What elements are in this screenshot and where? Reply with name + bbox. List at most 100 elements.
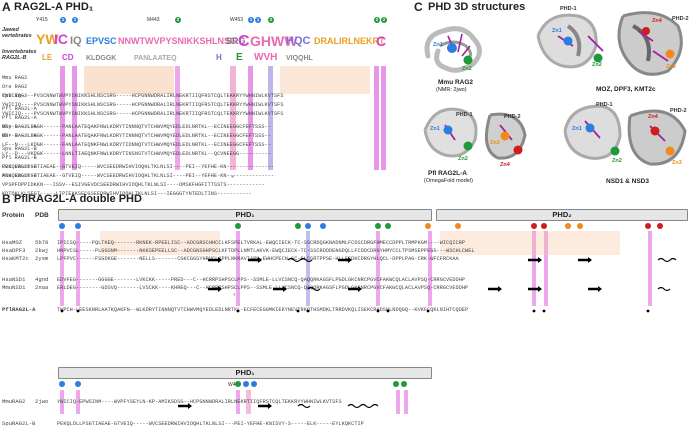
sequence: PEKQLDLLPSGTIAEAE--GTVEIQ-----WVCSEEDRWI… (2, 173, 275, 179)
zn2-label: Zn2 (612, 158, 622, 164)
sequence: WE--D---LDGGK------PANLAATEQAKFNWLKDRYTI… (2, 133, 271, 139)
sequence: HNPVCSL-----PLGGSNM-------NKKSEPEELLSC--… (57, 248, 475, 254)
group-invertebrates: Invertebrates RAG2L-B (2, 49, 37, 61)
svg-text:YW: YW (36, 31, 59, 47)
sequence: VPSPFDPPIDKKN---ISSV--ESIVGEVDCSEEDRWIHV… (2, 182, 265, 188)
cys-column (60, 66, 65, 170)
svg-text:VIQQHL: VIQQHL (286, 55, 314, 62)
column-header-protein: Protein (2, 212, 25, 219)
zn1-label: Zn1 (572, 126, 582, 132)
alignment-row: Pfl RAG2L-AWE--S---LDGGK------PANLAATEQA… (2, 97, 271, 133)
alignment-row: HsaNSD1 4gnd EDVFEG-------GGGGE-------LVKC… (2, 268, 688, 286)
cys-column (76, 231, 80, 306)
sequence: YWICIQ-EPWSINM----WVPFYSEYLN-KP-AMIKSDSG… (57, 399, 342, 405)
svg-text:GHWW: GHWW (250, 33, 298, 49)
his-column (306, 231, 310, 306)
secondary-structure-3 (178, 403, 379, 409)
cys-column (532, 231, 536, 306)
group-jawed-vertebrates: Jawed vertebrates (2, 27, 32, 39)
caption-moz: MOZ, DPF3, KMT2c (596, 86, 656, 93)
zn4-label: Zn4 (652, 18, 662, 24)
pdb-id: 2naa (35, 284, 49, 291)
sequence: PEKQLDLLPSGTIAEAE-GTVEIQ-----WVCSEEDRWIH… (57, 421, 364, 427)
caption-pfl: Pfl RAG2L-A (428, 170, 467, 177)
hydrophobic-block (84, 66, 174, 94)
alignment-row: Cvi RAG2L-BVPSPFDPPIDKKN---ISSV--ESIVGEV… (2, 155, 265, 191)
sequence: YWICIQ----PVSCNNWTWVPYSNIKKSHLNSCSRG----… (2, 102, 284, 108)
svg-text:C: C (238, 33, 250, 50)
svg-text:NNWTWVPYSNIKKSHLNSC: NNWTWVPYSNIKKSHLNSC (118, 36, 237, 46)
w453-label: W453 (228, 382, 242, 388)
phd1-label: PHD-1 (596, 102, 613, 108)
pdb-id: 2jwo (35, 398, 49, 405)
trp-column (246, 390, 251, 414)
his-column (268, 66, 273, 170)
phd1-domain-bar: PHD₁ (58, 209, 432, 221)
species-name: Ore RAG2 (2, 84, 28, 90)
structure-nsd1-nsd3 (563, 104, 687, 166)
alignment-row: MmuNSD1 2naa ERLDEG--------GDSVQ-------LVS… (2, 276, 688, 294)
svg-text:WVH: WVH (254, 52, 277, 63)
cys-column (396, 390, 400, 414)
cys-column (648, 231, 652, 306)
species-name: Aau RAG2L-B (2, 173, 37, 179)
alignment-row: Pfl RAG2L-AWE--D---LDGGK------PANLAATEQA… (2, 106, 271, 142)
protein-name: HsaNSD1 (2, 276, 26, 283)
cys-column (428, 231, 432, 306)
conservation-dots (60, 309, 650, 313)
phd1-label: PHD-1 (560, 6, 577, 12)
alignment-row: Cpu RAG2YWICIQ----PVSCNNWTWVPYSNIKKSHLNS… (2, 84, 284, 120)
secondary-structure-1 (208, 257, 677, 263)
cys-column (544, 231, 548, 306)
species-name: Osp RAG2L-A (2, 124, 37, 130)
phd2-domain-bar: PHD₂ (436, 209, 688, 221)
residue-label-m443: M443 (147, 17, 160, 23)
caption-pfl-title: Pfl RAG2L-A (428, 170, 467, 177)
caption-moz-title: MOZ, DPF3, KMT2c (596, 86, 656, 93)
zn3-label: Zn3 (672, 160, 682, 166)
panel-a-letter: A (2, 0, 11, 14)
protein-name: HsaDPF3 (2, 247, 26, 254)
caption-nsd-title: NSD1 & NSD3 (606, 178, 649, 185)
structure-moz-dpf3-kmt2c (536, 11, 683, 76)
alignment-row: Aau RAG2L-B KDTQKLKLSEGT-----LTPIEKKSECGS… (2, 164, 252, 200)
phd2-label: PHD-2 (670, 108, 687, 114)
sequence: ERLDEG--------GDSVQ-------LVSCKK----KHRE… (57, 285, 469, 291)
cys-column (60, 390, 64, 414)
phd2-label: PHD-2 (504, 114, 521, 120)
phd1-label: PHD-1 (456, 112, 473, 118)
hydrophobic-block (280, 66, 370, 94)
zn1-marker: 1 (248, 17, 254, 23)
phd2-label: PHD-2 (672, 16, 689, 22)
cys-column (381, 66, 386, 170)
sequence: EDVFEG-------GGGGE-------LVKCKK-----PRED… (57, 277, 466, 283)
sequence: TWPCH-LEESKNRLAATKQAKFN--WLKDRYTINNNQTVT… (57, 307, 469, 313)
caption-nsd: NSD1 & NSD3 (606, 178, 649, 185)
sequence: PEKQLDLLPSGTIAEAE--GTVEIQ-----WVCSEEDRWI… (2, 164, 275, 170)
svg-text:C: C (376, 33, 386, 49)
cys-column (236, 390, 240, 414)
hydrophobic-block (440, 231, 620, 255)
structure-mmu-rag2 (424, 26, 482, 73)
zn2-marker: 2 (381, 17, 387, 23)
cys-column (72, 66, 77, 170)
sequence: KDTQKLKLSEGT-----LTPIEKKSECGSEEDRWIHVIOQ… (2, 191, 252, 197)
alignment-row: Spu RAG2L-BPEKQLDLLPSGTIAEAE--GTVEIQ----… (2, 137, 274, 173)
protein-name: MmuNSD1 (2, 284, 26, 291)
svg-text:CD: CD (62, 53, 74, 62)
zn2-label: Zn2 (458, 156, 468, 162)
zn2-label: Zn2 (462, 66, 472, 72)
pdb-id: 4gnd (35, 276, 49, 283)
cys-column (404, 390, 408, 414)
column-header-pdb: PDB (35, 212, 49, 219)
svg-text:IQ: IQ (70, 35, 82, 47)
zn2-label: Zn2 (592, 62, 602, 68)
cys-column (236, 231, 240, 306)
alignment-row: Osp RAG2L-ALF--N---LKDGK------FANLAATEQN… (2, 115, 271, 151)
sequence: YWICIQ----PVSCNNWTWVPYSNIKKSHLNSCSRG----… (2, 93, 284, 99)
phd1-domain-bar-bottom: PHD₁ (58, 367, 432, 379)
